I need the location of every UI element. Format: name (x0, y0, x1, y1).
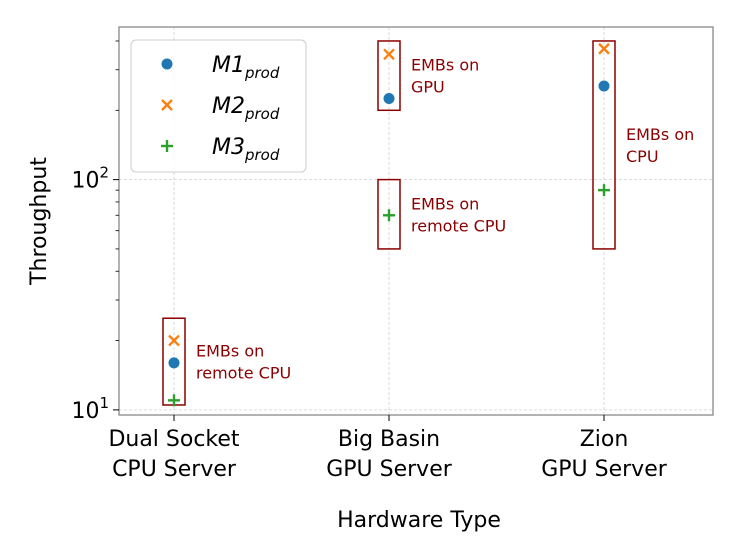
legend-entry: M3prod (212, 135, 280, 164)
legend-box (130, 39, 307, 173)
x-tick-label: CPU Server (112, 457, 237, 482)
grid (119, 27, 713, 415)
point-m1 (383, 93, 395, 105)
point-m2 (598, 42, 610, 55)
point-m1 (598, 80, 610, 92)
annotation-box (592, 40, 616, 250)
annotation-label: EMBs on (411, 56, 479, 75)
point-m3 (383, 209, 395, 222)
legend-marker-m3 (161, 140, 173, 152)
annotation-label: remote CPU (196, 364, 291, 383)
x-tick-label: Big Basin (338, 427, 440, 452)
x-axis-label: Hardware Type (337, 508, 501, 533)
legend-entry: M2prod (212, 94, 280, 123)
annotation-box (377, 178, 401, 250)
point-m3 (168, 394, 180, 407)
point-m2 (168, 334, 180, 347)
x-tick-label: GPU Server (541, 457, 668, 482)
annotation-label: GPU (411, 78, 445, 97)
plot-frame (118, 26, 714, 416)
legend-marker-m1 (161, 58, 173, 70)
annotation-label: EMBs on (626, 125, 694, 144)
y-tick-label: 102 (71, 164, 109, 194)
y-axis-label: Throughput (27, 157, 52, 286)
y-tick-label: 101 (71, 394, 109, 424)
data-points (168, 42, 610, 407)
x-tick-label: Dual Socket (108, 427, 239, 452)
legend-marker-m2 (161, 99, 173, 111)
x-tick-label: Zion (580, 427, 629, 452)
point-m1 (168, 357, 180, 369)
point-m3 (598, 184, 610, 197)
annotation-label: EMBs on (411, 194, 479, 213)
annotation-label: CPU (626, 147, 659, 166)
annotation-label: EMBs on (196, 342, 264, 361)
annotation-label: remote CPU (411, 216, 506, 235)
point-m2 (383, 48, 395, 61)
x-tick-label: GPU Server (326, 457, 453, 482)
annotation-box (377, 40, 401, 112)
legend-entry: M1prod (212, 53, 280, 82)
annotations: EMBs on remote CPU EMBs on GPU EMBs on remote… (162, 40, 694, 406)
